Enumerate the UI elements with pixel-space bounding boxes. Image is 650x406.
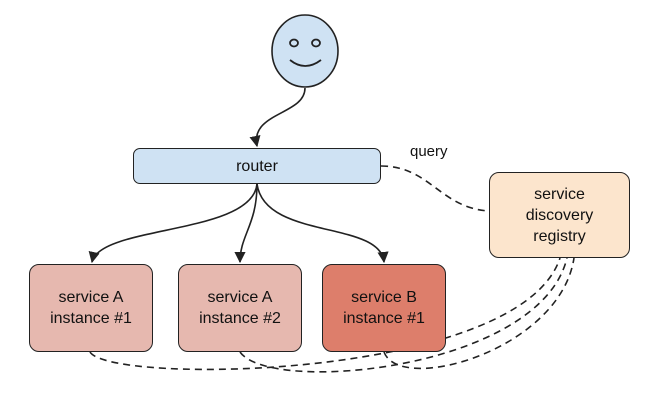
service-a-instance-2-node: service A instance #2 (178, 264, 302, 352)
query-label: query (410, 143, 448, 160)
service-a2-registration-link (239, 257, 568, 373)
router-to-service-a1-arrow (88, 183, 258, 264)
service-label-line1: service A (207, 289, 273, 306)
service-label-line2: instance #2 (199, 310, 281, 327)
service-a-instance-1-node: service A instance #1 (29, 264, 153, 352)
router-label: router (236, 157, 278, 175)
service-b1-registration-link (383, 257, 575, 370)
service-label-line2: instance #1 (343, 310, 425, 327)
router-node: router (133, 148, 381, 184)
service-label-line1: service B (351, 289, 417, 306)
service-discovery-registry-node: service discovery registry (489, 172, 630, 258)
service-label-line1: service A (58, 289, 124, 306)
registry-label-line1: service (534, 185, 585, 203)
smiley-face-icon (271, 14, 339, 88)
registry-label-line2: discovery (525, 206, 594, 224)
router-to-service-b1-arrow (256, 183, 389, 264)
service-a1-registration-link (89, 257, 561, 371)
service-label-line2: instance #1 (50, 310, 132, 327)
query-dashed-link (380, 165, 490, 212)
user-to-router-arrow (249, 87, 306, 148)
registry-label-line3: registry (533, 227, 586, 245)
router-to-service-a2-arrow (234, 183, 258, 264)
service-b-instance-1-node: service B instance #1 (322, 264, 446, 352)
